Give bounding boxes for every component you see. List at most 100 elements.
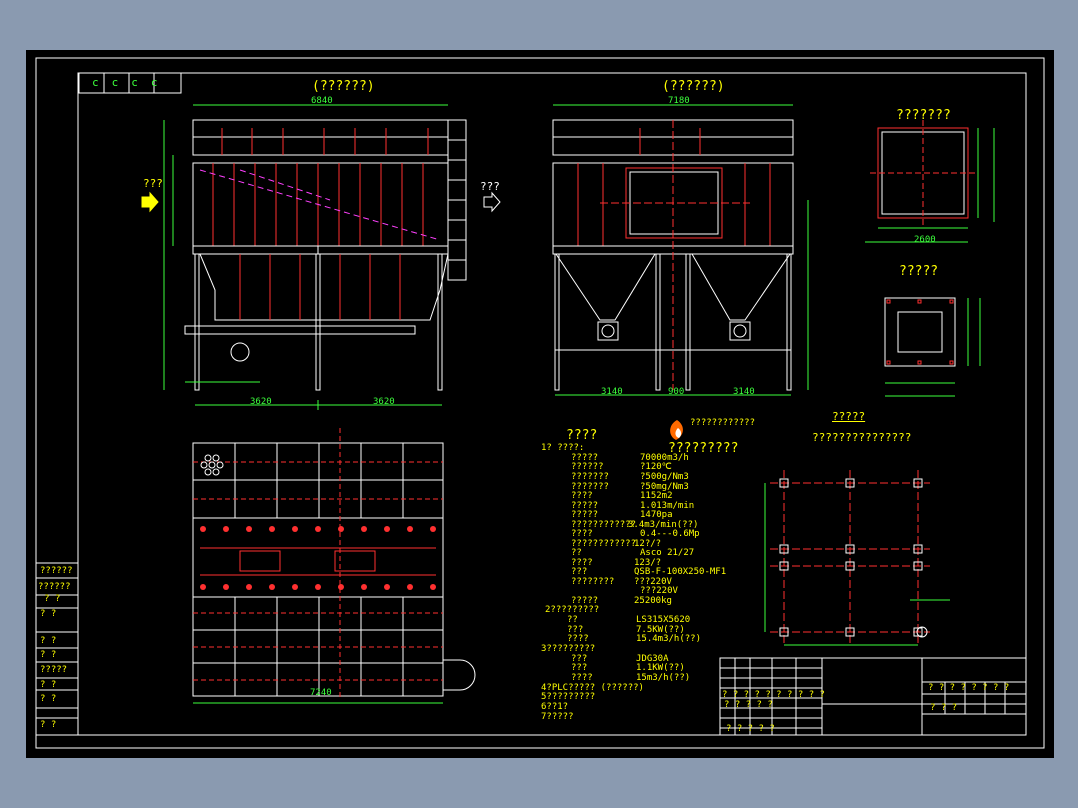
tech-param-25-value: 15m3/h(??)	[636, 673, 691, 683]
dim-front-left-bay: 3620	[250, 397, 272, 407]
tech-param-11-value: 12?/?	[634, 539, 662, 549]
tech-param-19-label: ??	[567, 615, 578, 625]
title-block-row-3: ? ? ? ? ?	[726, 724, 775, 734]
foundation-layout	[764, 470, 950, 646]
tech-param-19-value: LS315X5620	[636, 615, 691, 625]
top-view-box	[865, 120, 995, 243]
tech-param-24-value: 1.1KW(??)	[636, 663, 685, 673]
flame-logo-icon	[670, 420, 683, 440]
tech-param-17-label: ?????	[571, 596, 599, 606]
tech-param-9-value: 3.4m3/min(??)	[628, 520, 699, 530]
top-view-title: ???????	[896, 108, 951, 123]
sheet-inner-border	[77, 72, 1027, 736]
plan-view	[192, 428, 476, 704]
tech-param-3-label: ??????	[571, 462, 604, 472]
tech-param-4-value: ?500g/Nm3	[640, 472, 689, 482]
tech-params-title: ????	[566, 428, 598, 443]
left-margin-block	[35, 562, 79, 736]
tech-param-21-label: ????	[567, 634, 589, 644]
tech-param-24-label: ???	[571, 663, 588, 673]
front-view-title: (??????)	[312, 79, 375, 94]
tech-param-18-label: 2?????????	[545, 605, 600, 615]
dim-top-width: 2600	[914, 235, 936, 245]
dim-front-right-bay: 3620	[373, 397, 395, 407]
dim-front-width: 6840	[311, 96, 333, 106]
tech-param-10-label: ????	[571, 529, 593, 539]
margin-label-10: ? ?	[40, 720, 57, 730]
sheet-outer-border	[35, 57, 1045, 749]
margin-label-4: ? ?	[40, 609, 57, 619]
tech-param-20-value: 7.5KW(??)	[636, 625, 685, 635]
title-block-row-1: ? ? ? ? ? ? ? ? ? ?	[722, 690, 825, 700]
tech-note-5: 5?????????	[541, 692, 596, 702]
tech-param-8-label: ?????	[571, 510, 599, 520]
tech-param-13-label: ????	[571, 558, 593, 568]
inlet-arrow-icon	[141, 191, 159, 213]
tech-param-6-label: ????	[571, 491, 593, 501]
tech-param-25-label: ????	[571, 673, 593, 683]
title-block	[719, 657, 1027, 736]
tech-param-21-value: 15.4m3/h(??)	[636, 634, 702, 644]
inlet-label: ???	[143, 177, 163, 190]
tech-param-14-label: ???	[571, 567, 588, 577]
outlet-label: ???	[480, 180, 500, 193]
flange-view	[884, 297, 981, 397]
margin-label-7: ?????	[40, 665, 68, 675]
margin-label-2: ??????	[38, 582, 71, 592]
logo-text: ????????????	[690, 418, 756, 428]
tech-param-15-value: ???220V	[634, 577, 672, 587]
margin-label-9: ? ?	[40, 694, 57, 704]
title-block-right-2: ? ? ?	[930, 703, 958, 713]
foundation-subtitle: ???????????????	[812, 431, 912, 444]
tech-param-3-value: ?120℃	[640, 462, 672, 472]
top-left-signs: сссс	[92, 76, 171, 89]
tech-note-4: 4?PLC????? (??????)	[541, 683, 644, 693]
margin-label-6: ? ?	[40, 650, 57, 660]
side-elevation	[552, 104, 809, 396]
sheet-background	[26, 50, 1054, 758]
front-elevation	[163, 104, 467, 410]
margin-label-5: ? ?	[40, 636, 57, 646]
dim-side-left-bay: 3140	[601, 387, 623, 397]
tech-param-4-label: ???????	[571, 472, 609, 482]
outlet-arrow-icon	[483, 191, 501, 213]
tech-param-8-value: 1470pa	[640, 510, 673, 520]
tech-param-17-value: 25200kg	[634, 596, 672, 606]
tech-param-7-value: 1.013m/min	[640, 501, 695, 511]
tech-param-5-label: ???????	[571, 482, 609, 492]
dim-side-right-bay: 3140	[733, 387, 755, 397]
title-block-right-1: ? ? ? ? ? ? ? ?	[928, 683, 1010, 693]
margin-label-8: ? ?	[40, 680, 57, 690]
foundation-title: ?????	[832, 410, 866, 423]
flange-view-title: ?????	[899, 264, 939, 279]
top-left-sign-box	[78, 72, 182, 94]
title-block-row-2: ? ? ? ? ?	[724, 700, 773, 710]
tech-note-7: 7?????	[541, 712, 574, 722]
tech-note-6: 6??1?	[541, 702, 569, 712]
tech-param-10-value: 0.4---0.6Mp	[640, 529, 700, 539]
tech-param-5-value: ?50mg/Nm3	[640, 482, 689, 492]
tech-param-23-label: ???	[571, 654, 588, 664]
tech-param-23-value: JDG30A	[636, 654, 669, 664]
tech-param-14-value: QSB-F-100X250-MF1	[634, 567, 727, 577]
tech-param-11-label: ????????????	[571, 539, 637, 549]
dim-side-mid-bay: 900	[668, 387, 685, 397]
brand-name: ?????????	[668, 441, 739, 456]
tech-param-7-label: ?????	[571, 501, 599, 511]
tech-param-12-value: Asco 21/27	[640, 548, 695, 558]
tech-param-2-label: ?????	[571, 453, 599, 463]
tech-param-9-label: ????????????	[571, 520, 637, 530]
tech-param-13-value: 123/?	[634, 558, 662, 568]
tech-param-1-label: 1? ????:	[541, 443, 585, 453]
margin-label-3: ? ?	[44, 594, 61, 604]
tech-param-22-label: 3?????????	[541, 644, 596, 654]
side-view-title: (??????)	[662, 79, 725, 94]
margin-label-1: ??????	[40, 566, 73, 576]
dim-plan-width: 7240	[310, 688, 332, 698]
tech-param-20-label: ???	[567, 625, 584, 635]
tech-param-12-label: ??	[571, 548, 582, 558]
dim-side-width: 7180	[668, 96, 690, 106]
tech-param-16-value: ???220V	[640, 586, 678, 596]
